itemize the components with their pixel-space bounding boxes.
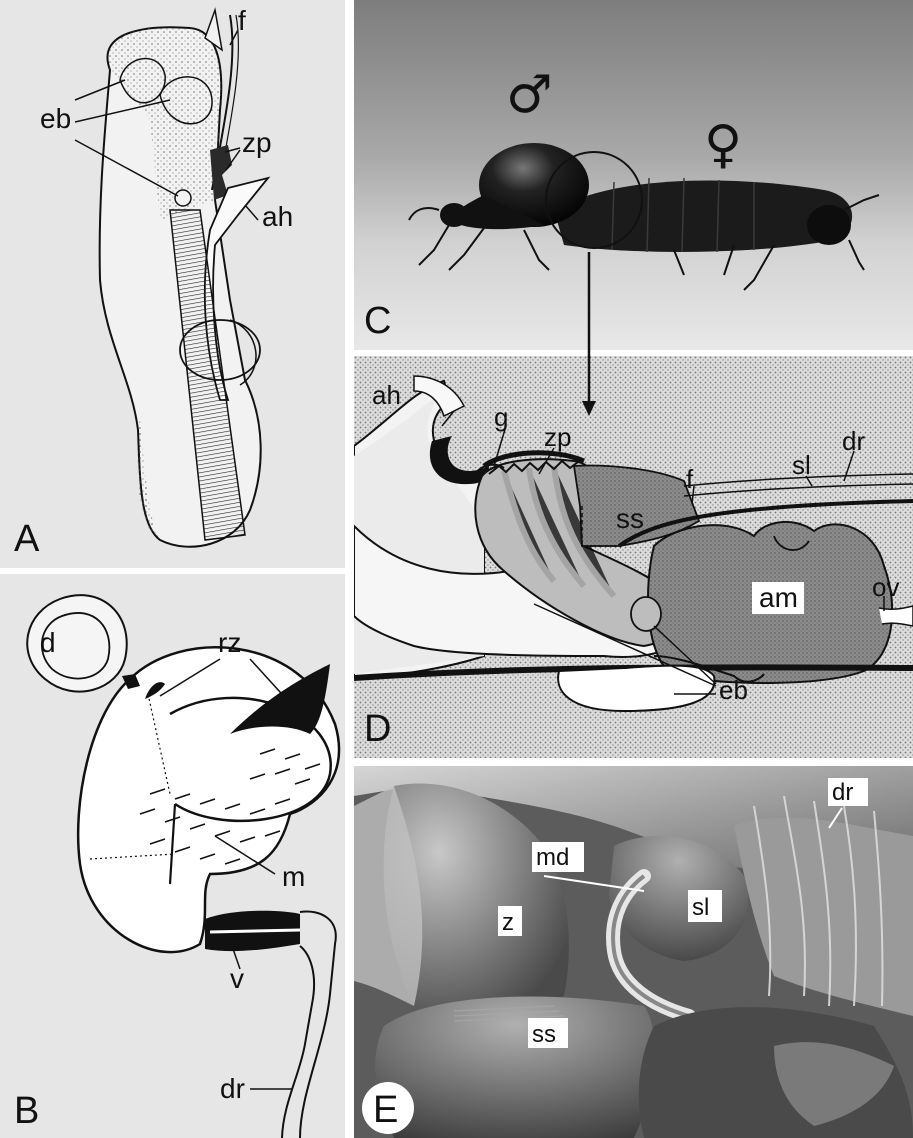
label-d: d — [40, 627, 56, 658]
label-zp: zp — [544, 422, 571, 452]
panel-e-sem: dr md z sl ss E — [354, 766, 913, 1138]
female-symbol: ♀ — [704, 115, 742, 175]
label-dr: dr — [220, 1073, 245, 1104]
label-dr: dr — [842, 426, 865, 456]
panel-b-drawing: d rz m v dr — [0, 574, 345, 1138]
label-g: g — [494, 402, 508, 432]
label-ah: ah — [372, 380, 401, 410]
label-z: z — [502, 909, 514, 936]
label-ov: ov — [872, 572, 899, 602]
label-ss: ss — [532, 1021, 556, 1048]
panel-letter-a: A — [14, 520, 39, 558]
panel-c-photo: ♂ ♀ — [354, 0, 913, 350]
label-ss: ss — [616, 503, 644, 534]
label-md: md — [536, 844, 569, 871]
label-f: f — [238, 5, 246, 36]
label-sl: sl — [692, 894, 709, 921]
panel-d: ah g zp f sl dr ss am ov eb D — [354, 356, 913, 758]
panel-c: ♂ ♀ C — [354, 0, 913, 350]
panel-a: eb f zp ah A — [0, 0, 345, 568]
panel-e: dr md z sl ss E — [354, 766, 913, 1138]
panel-letter-b: B — [14, 1092, 39, 1130]
panel-a-drawing: eb f zp ah — [0, 0, 345, 568]
label-f: f — [686, 464, 694, 494]
male-symbol: ♂ — [506, 65, 553, 125]
label-eb: eb — [40, 103, 71, 134]
label-v: v — [230, 963, 244, 994]
label-rz: rz — [218, 627, 241, 658]
panel-d-diagram: ah g zp f sl dr ss am ov eb — [354, 356, 913, 758]
label-sl: sl — [792, 450, 811, 480]
panel-letter-c: C — [364, 302, 391, 340]
label-dr: dr — [832, 779, 853, 806]
label-am: am — [759, 582, 798, 613]
label-zp: zp — [242, 127, 272, 158]
label-m: m — [282, 861, 305, 892]
label-ah: ah — [262, 201, 293, 232]
panel-b: d rz m v dr B — [0, 574, 345, 1138]
label-eb: eb — [719, 675, 748, 705]
panel-letter-e: E — [373, 1089, 398, 1131]
panel-letter-d: D — [364, 710, 391, 748]
